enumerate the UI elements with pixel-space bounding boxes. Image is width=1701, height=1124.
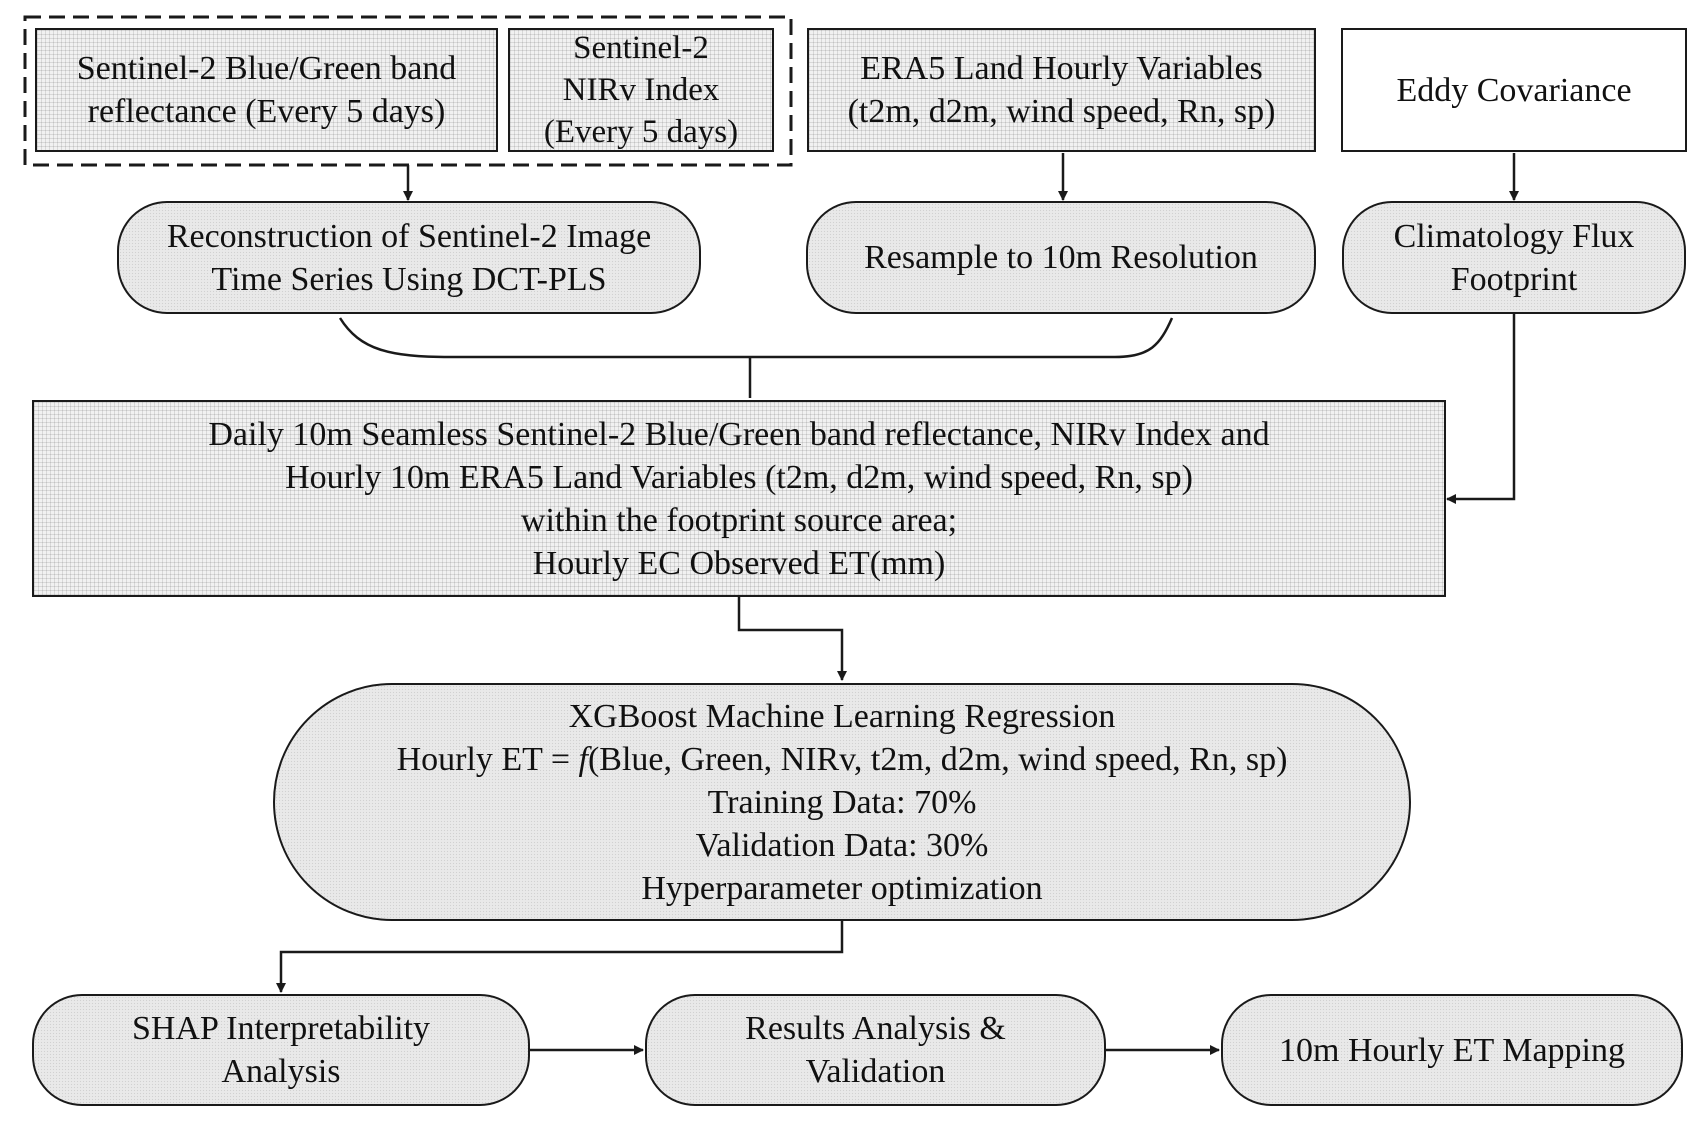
box-line: Climatology Flux — [1393, 217, 1635, 255]
box-line: XGBoost Machine Learning Regression — [568, 697, 1116, 735]
formula-prefix: Hourly ET = — [396, 740, 579, 778]
sentinel2-band-reflectance-box: Sentinel-2 Blue/Green band reflectance (… — [35, 28, 498, 152]
formula-suffix: (Blue, Green, NIRv, t2m, d2m, wind speed… — [587, 740, 1288, 778]
box-line: reflectance (Every 5 days) — [87, 93, 446, 130]
box-line: Hyperparameter optimization — [641, 869, 1043, 907]
hourly-et-mapping-pill: 10m Hourly ET Mapping — [1221, 994, 1683, 1106]
box-line: Results Analysis & — [745, 1010, 1006, 1047]
resample-10m-pill: Resample to 10m Resolution — [806, 201, 1316, 314]
climatology-flux-footprint-pill: Climatology Flux Footprint — [1342, 201, 1686, 314]
box-line: Sentinel-2 Blue/Green band — [76, 50, 457, 87]
sentinel2-nirv-index-box: Sentinel-2 NIRv Index (Every 5 days) — [508, 28, 774, 152]
box-line: Reconstruction of Sentinel-2 Image — [166, 217, 652, 255]
shap-interpretability-pill: SHAP Interpretability Analysis — [32, 994, 530, 1106]
box-line: (Every 5 days) — [543, 114, 739, 150]
box-line: Resample to 10m Resolution — [864, 239, 1258, 276]
box-line: NIRv Index — [562, 72, 720, 108]
arrow-footprint-to-daily — [1446, 313, 1516, 504]
box-line: Sentinel-2 — [573, 30, 709, 66]
box-line: SHAP Interpretability — [131, 1010, 431, 1047]
box-line: 10m Hourly ET Mapping — [1279, 1031, 1625, 1069]
box-line: Validation Data: 30% — [695, 826, 989, 864]
era5-hourly-variables-box: ERA5 Land Hourly Variables (t2m, d2m, wi… — [807, 28, 1316, 152]
formula-line: Hourly ET = f(Blue, Green, NIRv, t2m, d2… — [397, 738, 1288, 781]
box-line: Analysis — [221, 1053, 341, 1090]
reconstruction-dct-pls-pill: Reconstruction of Sentinel-2 Image Time … — [117, 201, 701, 314]
box-line: within the footprint source area; — [520, 501, 958, 539]
box-line: Training Data: 70% — [707, 783, 977, 821]
arrow-xgboost-to-shap — [276, 921, 844, 993]
formula-function: f — [578, 740, 588, 778]
results-analysis-validation-pill: Results Analysis & Validation — [645, 994, 1106, 1106]
daily-seamless-data-box: Daily 10m Seamless Sentinel-2 Blue/Green… — [32, 400, 1446, 597]
box-line: Time Series Using DCT-PLS — [211, 260, 607, 298]
box-line: Daily 10m Seamless Sentinel-2 Blue/Green… — [208, 415, 1270, 453]
box-line: Footprint — [1450, 260, 1578, 298]
box-line: Eddy Covariance — [1396, 71, 1632, 109]
box-line: (t2m, d2m, wind speed, Rn, sp) — [847, 93, 1276, 130]
arrow-daily-to-xgboost — [737, 597, 847, 681]
box-line: Hourly EC Observed ET(mm) — [532, 544, 946, 582]
merge-brace — [338, 317, 1174, 359]
box-line: Hourly 10m ERA5 Land Variables (t2m, d2m… — [285, 458, 1193, 496]
box-line: ERA5 Land Hourly Variables — [860, 50, 1263, 87]
box-line: Validation — [805, 1053, 946, 1090]
xgboost-regression-pill: XGBoost Machine Learning Regression Hour… — [273, 683, 1411, 921]
eddy-covariance-box: Eddy Covariance — [1341, 28, 1687, 152]
